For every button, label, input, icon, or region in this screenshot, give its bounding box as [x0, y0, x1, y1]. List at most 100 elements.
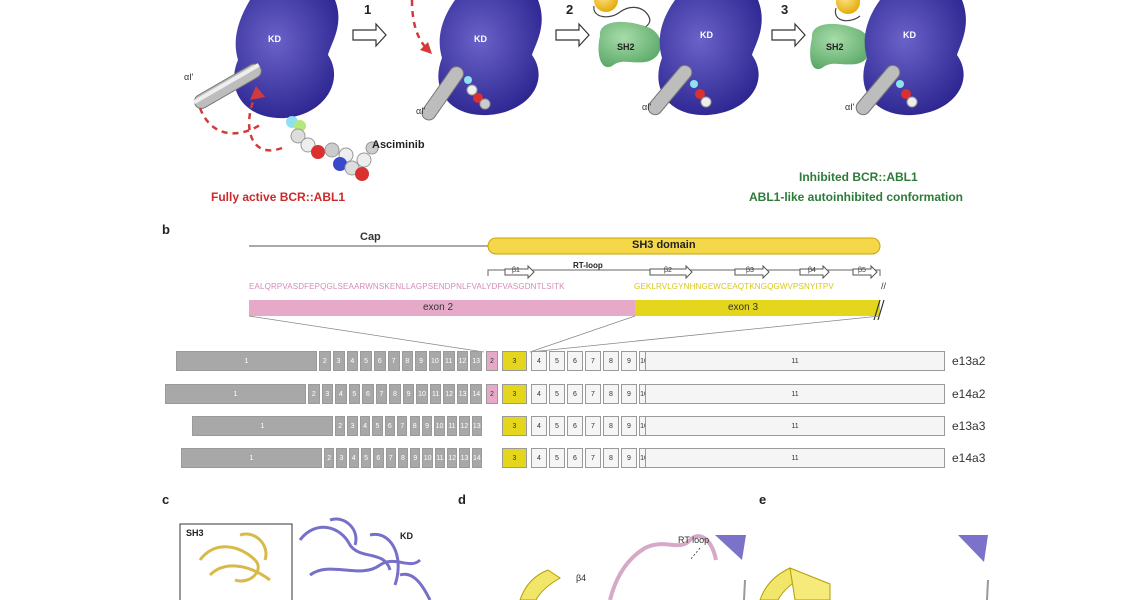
beta2-label: β2	[664, 267, 672, 274]
bcr-exon: 13	[456, 384, 469, 404]
sh3-cap-4	[836, 0, 860, 14]
bcr-exon: 6	[384, 416, 396, 436]
exon3-bar	[635, 300, 880, 316]
transcript-name: e14a2	[952, 387, 986, 401]
abl-exon: 8	[603, 351, 619, 371]
rt-loop-ribbon	[608, 534, 718, 600]
abl-exon: 6	[567, 416, 583, 436]
alpha-label-3: αI'	[642, 102, 652, 112]
sequence-exon2: EALQRPVASDFEPQGLSEAARWNSKENLLAGPSENDPNLF…	[249, 282, 565, 291]
panel-d-rt-loop-label: RT loop	[678, 535, 710, 545]
bcr-exon: 5	[360, 351, 372, 371]
bcr-exon: 9	[410, 448, 421, 468]
abl-exon: 4	[531, 384, 547, 404]
bcr-exon: 10	[434, 416, 445, 436]
beta-strands	[504, 264, 878, 280]
alpha-label-1: αI'	[184, 72, 194, 82]
abl-exon: 5	[549, 416, 565, 436]
bcr-exon: 1	[176, 351, 317, 371]
alpha-label-4: αI'	[845, 102, 855, 112]
kd-label-2: KD	[474, 34, 487, 44]
bcr-exon: 13	[470, 351, 482, 371]
bcr-exon: 2	[319, 351, 331, 371]
bcr-exon: 8	[409, 416, 420, 436]
bcr-exon: 4	[346, 351, 359, 371]
abl-exon: 4	[531, 416, 547, 436]
beta1-label: β1	[512, 267, 520, 274]
abl-exon: 8	[603, 448, 619, 468]
beta4-label: β4	[808, 267, 816, 274]
bcr-exon: 8	[397, 448, 409, 468]
abl-exon: 11	[645, 351, 945, 371]
abl-exon: 9	[621, 448, 637, 468]
panel-e-kd-corner	[958, 535, 988, 562]
abl-exon: 11	[645, 416, 945, 436]
bcr-exon: 13	[459, 448, 470, 468]
abl-exon: 5	[549, 448, 565, 468]
abl-exon: 7	[585, 351, 601, 371]
abl-exon: 11	[645, 448, 945, 468]
abl-exon: 6	[567, 351, 583, 371]
alpha-helix-1	[192, 63, 262, 109]
bcr-exon: 6	[362, 384, 374, 404]
bound-drug-2	[464, 76, 491, 110]
bcr-exon: 3	[347, 416, 358, 436]
abl-exon-a3: 3	[502, 416, 527, 436]
bcr-exon: 14	[471, 448, 482, 468]
kd-ribbon	[298, 517, 432, 600]
bcr-exon: 7	[385, 448, 396, 468]
panel-d-letter: d	[458, 492, 466, 507]
bcr-exon: 11	[434, 448, 446, 468]
bcr-exon: 11	[442, 351, 455, 371]
step-arrow-3	[771, 22, 806, 48]
abl-exon: 11	[645, 384, 945, 404]
bcr-exon: 10	[422, 448, 433, 468]
bcr-exon: 12	[459, 416, 470, 436]
panel-e-letter: e	[759, 492, 767, 507]
abl-exon: 5	[549, 351, 565, 371]
step-arrow-1	[352, 22, 387, 48]
bcr-exon: 1	[165, 384, 306, 404]
kinase-domain-2	[438, 0, 542, 116]
sh2-label-4: SH2	[826, 42, 844, 52]
exon2-label: exon 2	[423, 302, 454, 313]
abl-exon: 6	[567, 384, 583, 404]
sh2-domain-4	[810, 23, 872, 70]
exon3-label: exon 3	[728, 302, 759, 313]
step-arrow-2	[555, 22, 590, 48]
bcr-exon: 9	[402, 384, 415, 404]
alpha-label-2: αI'	[416, 106, 426, 116]
bcr-exon: 12	[443, 384, 455, 404]
bcr-exon: 11	[446, 416, 458, 436]
sh2-domain-3	[598, 21, 661, 68]
abl-exon: 5	[549, 384, 565, 404]
abl-exon: 7	[585, 416, 601, 436]
bcr-exon: 4	[335, 384, 347, 404]
abl-exon-a2: 2	[486, 384, 498, 404]
kinase-domain-3	[658, 0, 762, 116]
bcr-exon: 5	[348, 384, 361, 404]
panel-d-beta-label: β4	[576, 573, 587, 583]
bcr-exon: 8	[389, 384, 401, 404]
cap-label: Cap	[360, 231, 381, 243]
active-state-label: Fully active BCR::ABL1	[211, 190, 346, 204]
sh3-ribbon	[198, 532, 271, 583]
bcr-exon: 12	[456, 351, 469, 371]
sh3-domain-bar	[487, 237, 881, 255]
bcr-exon: 7	[375, 384, 388, 404]
asciminib-label: Asciminib	[372, 139, 425, 151]
beta5-label: β5	[858, 267, 866, 274]
transcript-name: e13a3	[952, 419, 986, 433]
sequence-break-mark: //	[881, 281, 887, 291]
abl-exon: 4	[531, 351, 547, 371]
abl-exon-a3: 3	[502, 384, 527, 404]
bcr-exon: 2	[335, 416, 346, 436]
sh2-label-3: SH2	[617, 42, 635, 52]
beta3-label: β3	[746, 267, 754, 274]
bcr-exon: 4	[348, 448, 359, 468]
kd-label-3: KD	[700, 30, 713, 40]
bcr-exon: 4	[359, 416, 371, 436]
abl-exon: 9	[621, 351, 637, 371]
